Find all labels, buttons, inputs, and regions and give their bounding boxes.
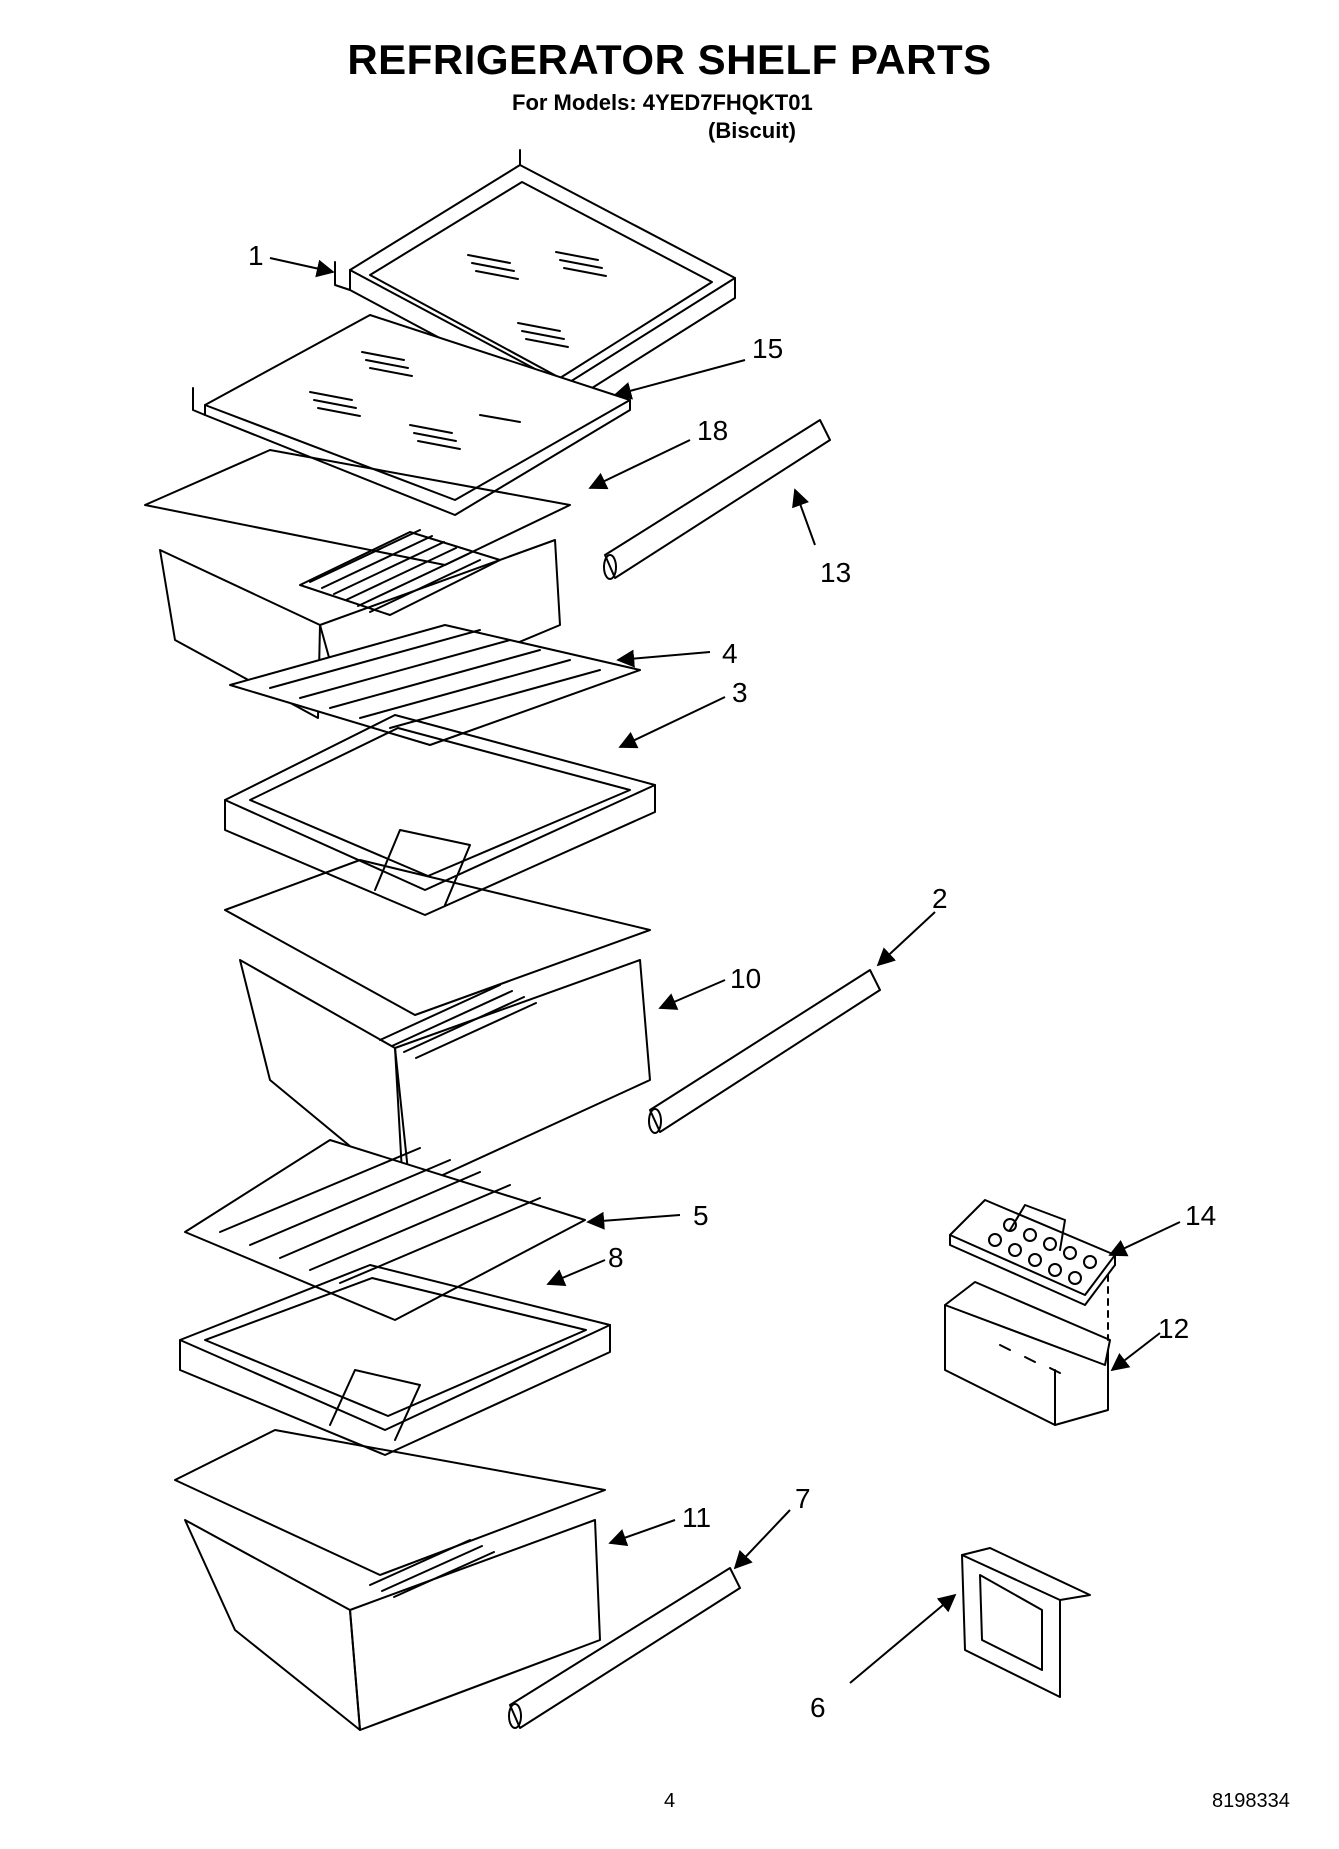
part-18-crisper-drawer [144,449,571,719]
part-3-cover-frame [224,714,656,916]
callout-14: 14 [1185,1200,1216,1231]
page-number: 4 [664,1790,676,1812]
callout-3: 3 [732,677,748,708]
part-8-cover-frame [179,1264,611,1456]
callout-2: 2 [932,883,948,914]
part-2-rail [648,969,881,1134]
callout-11: 11 [682,1502,711,1533]
callout-1: 1 [248,240,264,271]
callout-13: 13 [820,557,851,588]
part-10-drawer [224,859,651,1191]
part-12-egg-bin [944,1281,1111,1426]
callout-12: 12 [1158,1313,1189,1344]
page-title: REFRIGERATOR SHELF PARTS [347,36,992,83]
callout-8: 8 [608,1242,624,1273]
model-variant: (Biscuit) [708,118,796,143]
callout-15: 15 [752,333,783,364]
callout-10: 10 [730,963,761,994]
callout-5: 5 [693,1200,709,1231]
part-6-frame [961,1547,1091,1698]
part-1-shelf-top [334,149,736,406]
part-7-rail [508,1567,741,1729]
part-5-glass-cover [184,1139,586,1321]
callout-4: 4 [722,638,738,669]
callout-18: 18 [697,415,728,446]
part-11-drawer [174,1429,606,1731]
models-line: For Models: 4YED7FHQKT01 [512,90,813,115]
part-4-glass-cover [229,624,641,746]
callout-6: 6 [810,1692,826,1723]
part-13-rail [603,419,831,580]
callout-7: 7 [795,1483,811,1514]
document-number: 8198334 [1212,1790,1290,1812]
part-14-egg-tray [949,1199,1116,1341]
leader-lines [269,257,1181,1684]
